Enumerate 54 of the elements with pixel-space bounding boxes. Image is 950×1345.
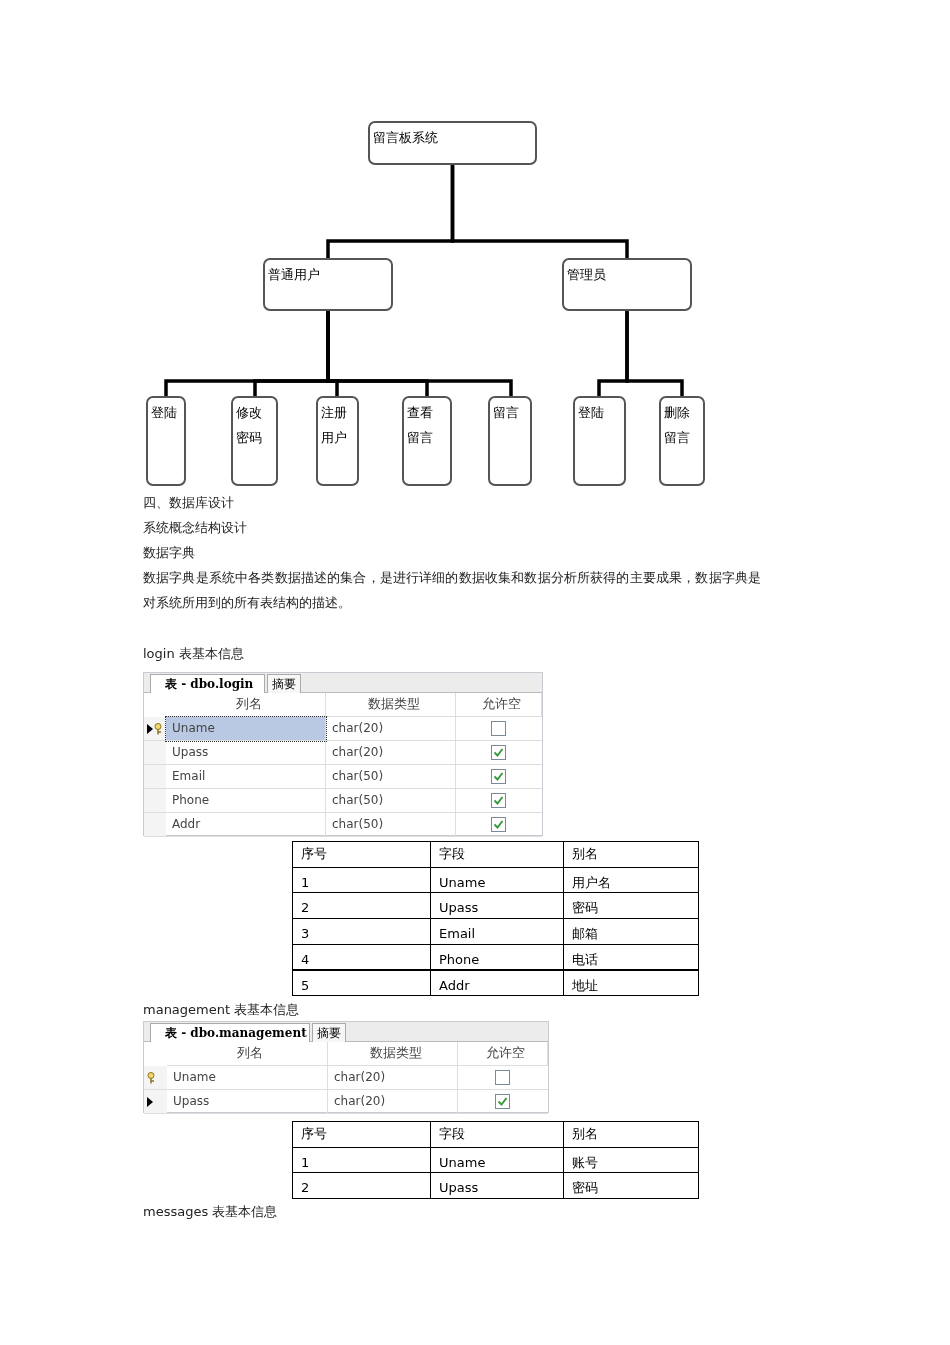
- column-header: 数据类型: [328, 1042, 458, 1066]
- column-header: 允许空: [456, 693, 542, 717]
- grid-cell: char(50): [326, 765, 456, 789]
- grid-cell: Phone: [166, 789, 326, 813]
- document-tab: 表 - dbo.login: [150, 674, 265, 693]
- header-cell: 序号: [292, 841, 431, 868]
- connector-line: [625, 311, 684, 396]
- section-heading: 四、数据库设计: [143, 494, 234, 512]
- table-cell: 地址: [563, 969, 699, 997]
- document-tab: 表 - dbo.management: [150, 1023, 310, 1042]
- connector-line: [326, 311, 513, 396]
- table-caption: management 表基本信息: [143, 1001, 300, 1019]
- process-box: 登陆: [146, 396, 186, 486]
- header-cell: 序号: [292, 1121, 431, 1148]
- grid-cell: Email: [166, 765, 326, 789]
- summary-tab: 摘要: [267, 674, 301, 693]
- grid-cell: char(20): [326, 741, 456, 765]
- header-cell: 别名: [563, 841, 699, 868]
- table-cell: 电话: [563, 943, 699, 971]
- header-cell: 别名: [563, 1121, 699, 1148]
- grid-cell: char(20): [328, 1090, 458, 1114]
- process-box: 留言板系统: [368, 121, 537, 165]
- grid-cell: Uname: [166, 717, 326, 741]
- process-box: 管理员: [562, 258, 692, 311]
- process-box: 删除留言: [659, 396, 705, 486]
- process-box: 普通用户: [263, 258, 393, 311]
- grid-cell: Uname: [167, 1066, 328, 1090]
- grid-cell: Addr: [166, 813, 326, 837]
- grid-cell: char(50): [326, 789, 456, 813]
- table-caption: messages 表基本信息: [143, 1203, 278, 1221]
- summary-tab: 摘要: [312, 1023, 346, 1042]
- table-cell: 密码: [563, 1172, 699, 1199]
- grid-cell: Upass: [167, 1090, 328, 1114]
- grid-cell: char(50): [326, 813, 456, 837]
- table-cell: Addr: [430, 969, 564, 997]
- column-header: 列名: [167, 1042, 328, 1066]
- subheading: 系统概念结构设计: [143, 519, 247, 537]
- process-box: 修改密码: [231, 396, 278, 486]
- process-box: 登陆: [573, 396, 626, 486]
- column-header: 数据类型: [326, 693, 456, 717]
- paragraph: 数据字典是系统中各类数据描述的集合，是进行详细的数据收集和数据分析所获得的主要成果，数据字典是对系统所用到的所有表结构的描述。: [143, 569, 761, 612]
- process-box: 查看留言: [402, 396, 452, 486]
- process-box: 留言: [488, 396, 532, 486]
- grid-cell: char(20): [326, 717, 456, 741]
- grid-cell: char(20): [328, 1066, 458, 1090]
- connector-line: [450, 165, 629, 258]
- column-header: 允许空: [458, 1042, 548, 1066]
- subheading: 数据字典: [143, 544, 195, 562]
- grid-cell: Upass: [166, 741, 326, 765]
- process-box: 注册用户: [316, 396, 359, 486]
- table-cell: 2: [292, 1172, 431, 1199]
- table-cell: 4: [292, 943, 431, 971]
- table-caption: login 表基本信息: [143, 645, 244, 663]
- table-cell: 5: [292, 969, 431, 997]
